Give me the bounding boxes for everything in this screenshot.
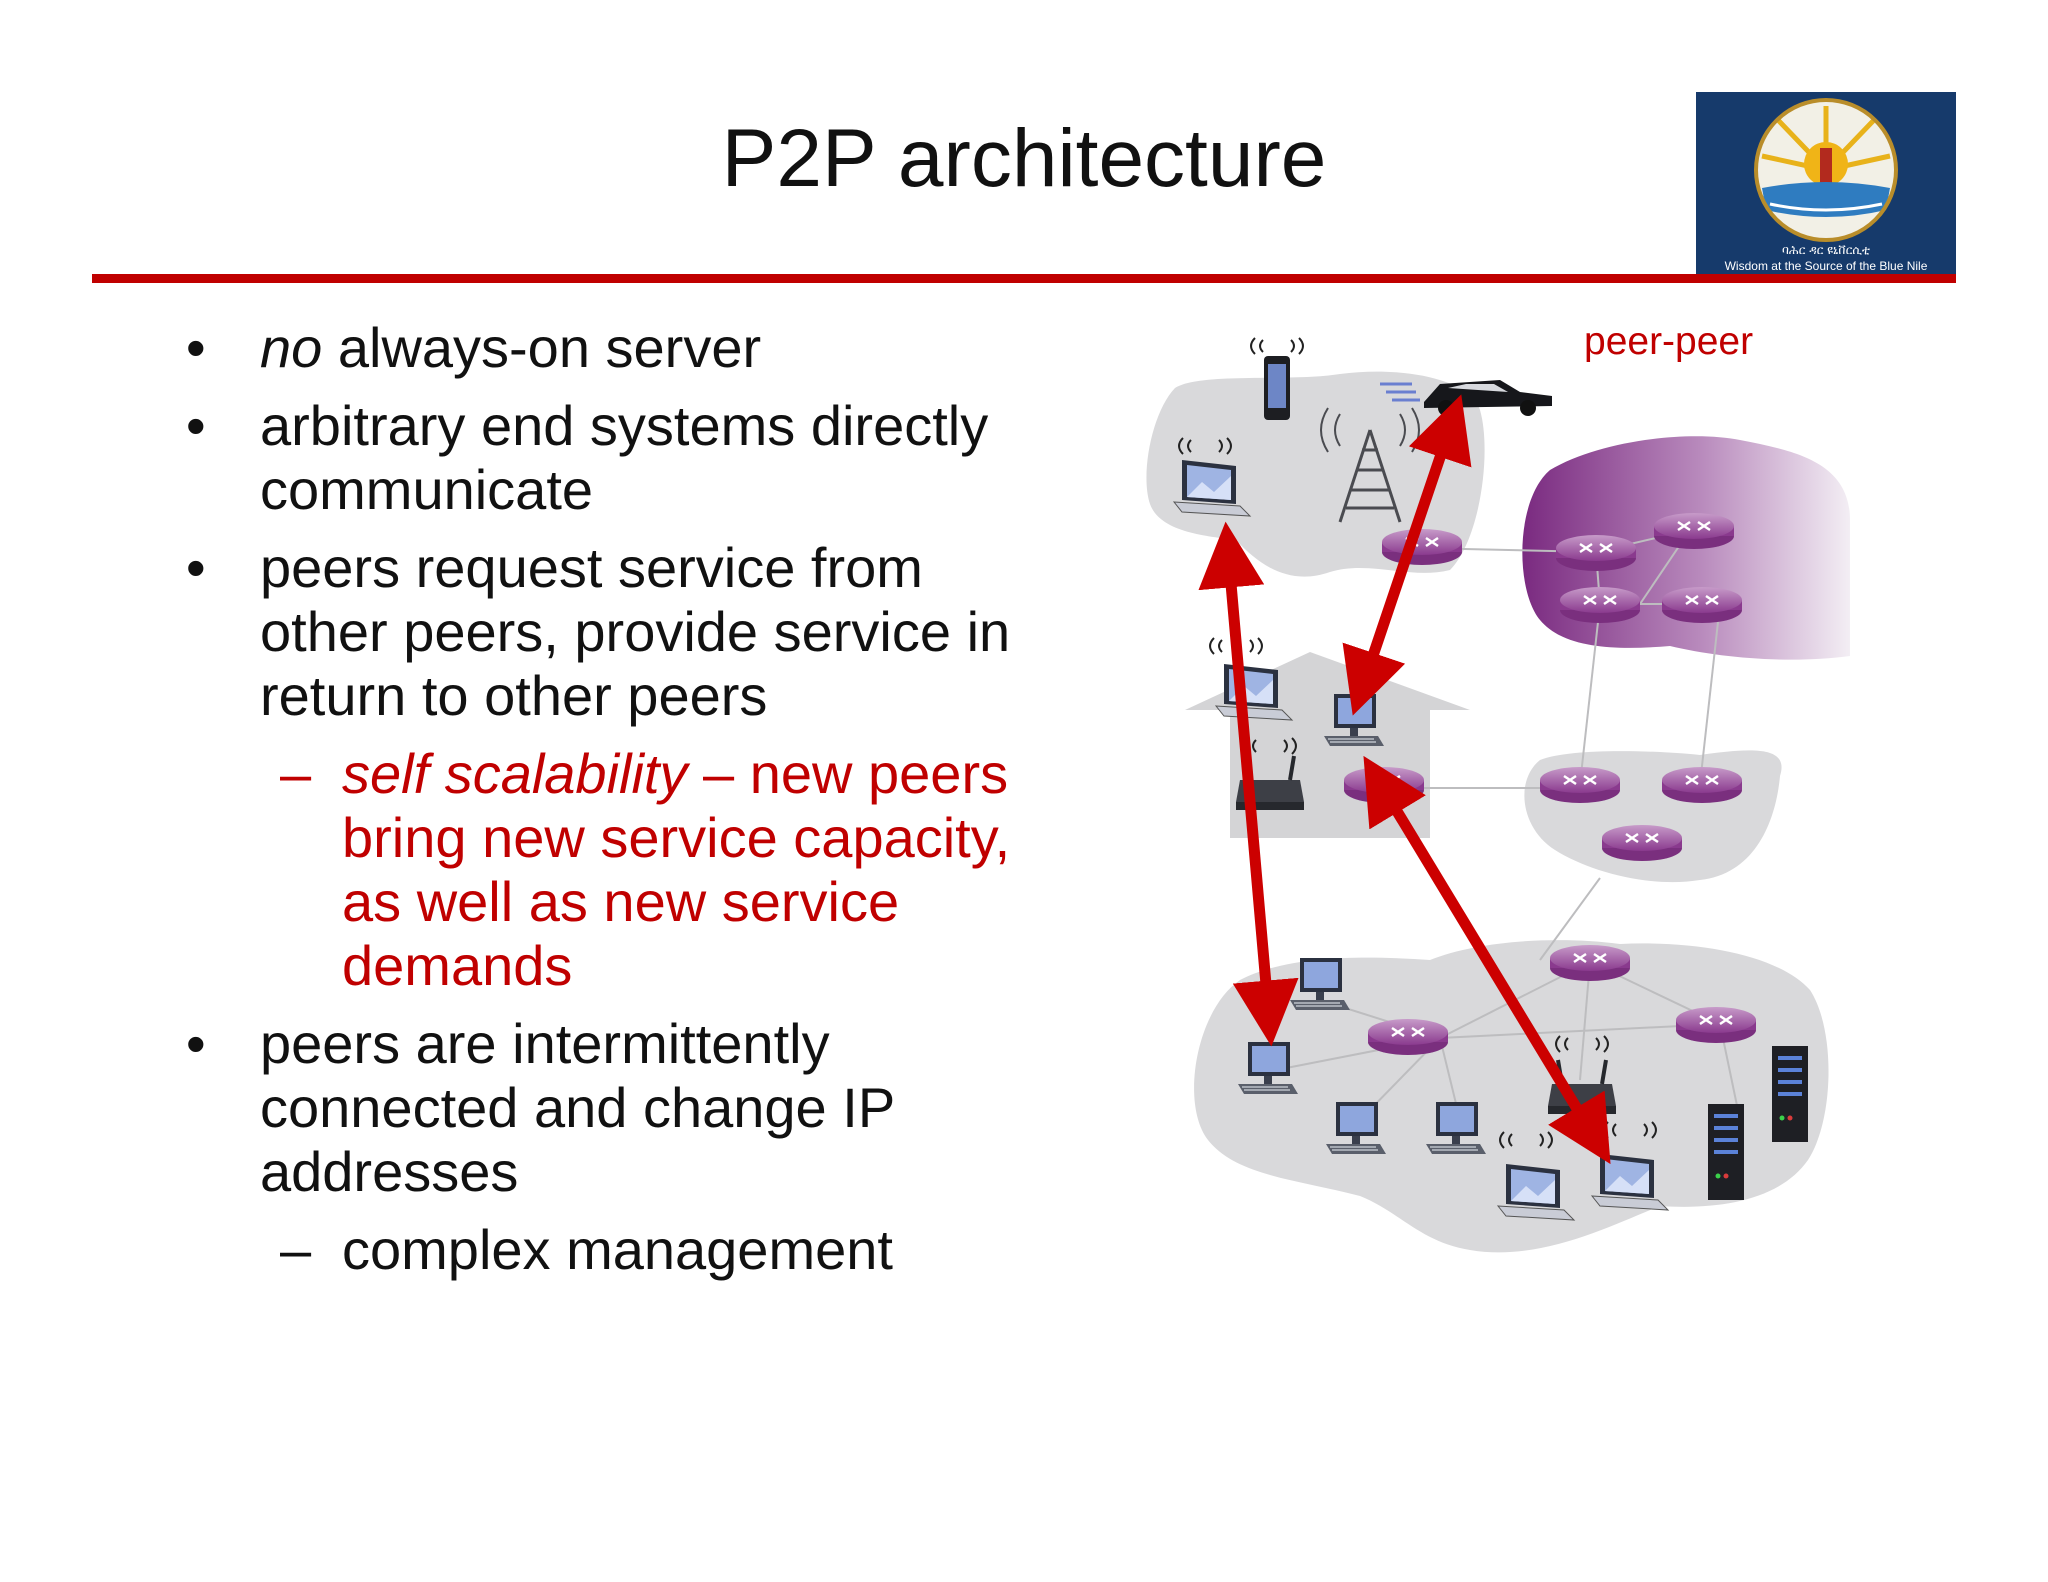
router-icon <box>1538 765 1622 805</box>
sub-dash: – <box>280 742 312 805</box>
server-icon <box>1772 1046 1808 1142</box>
bullet-no-server: no always-on server <box>180 316 1020 380</box>
p2p-network-diagram <box>1146 337 1850 1253</box>
bullet-intermittent: peers are intermittently connected and c… <box>180 1012 1020 1204</box>
subbullet-text: complex management <box>342 1218 893 1281</box>
diagram-label: peer-peer <box>1584 320 1754 363</box>
logo-caption: Wisdom at the Source of the Blue Nile <box>1725 259 1928 273</box>
server-icon <box>1708 1104 1744 1200</box>
bullet-text: peers request service from other peers, … <box>260 536 1011 727</box>
double-arrow-icon <box>1198 521 1299 1047</box>
router-icon <box>1366 1017 1450 1057</box>
subbullet-complex-management: –complex management <box>180 1218 1020 1282</box>
double-arrow-icon <box>1342 394 1472 716</box>
institutional-network-cloud <box>1194 940 1829 1253</box>
bullet-text: always-on server <box>322 316 762 379</box>
router-icon <box>1600 823 1684 863</box>
subbullet-self-scalability: –self scalability – new peers bring new … <box>180 742 1020 998</box>
peer-connections <box>1198 394 1611 1165</box>
router-icon <box>1548 943 1632 983</box>
smartphone-icon <box>1250 337 1304 420</box>
sub-dash: – <box>280 1218 312 1281</box>
bullet-end-systems: arbitrary end systems directly communica… <box>180 394 1020 522</box>
bullet-emphasis: no <box>260 316 323 379</box>
router-icon <box>1660 765 1744 805</box>
slide-title: P2P architecture <box>721 113 1327 204</box>
router-icon <box>1380 527 1464 567</box>
router-icon <box>1660 585 1744 625</box>
router-icon <box>1558 585 1642 625</box>
router-icon <box>1652 511 1736 551</box>
bullet-text: peers are intermittently connected and c… <box>260 1012 895 1203</box>
double-arrow-icon <box>1363 755 1611 1165</box>
subbullet-emphasis: self scalability <box>342 742 688 805</box>
logo-caption-amharic: ባሕር ዳር ዩኒቨርሲቲ <box>1782 243 1870 257</box>
subbullet-text: – new peers bring new service capacity, … <box>342 742 1011 997</box>
router-icon <box>1674 1005 1758 1045</box>
router-icon <box>1554 533 1638 573</box>
university-logo: ባሕር ዳር ዩኒቨርሲቲ Wisdom at the Source of th… <box>1696 92 1956 280</box>
bullet-text: arbitrary end systems directly communica… <box>260 394 989 521</box>
bullet-list: no always-on server arbitrary end system… <box>180 316 1020 1296</box>
title-divider <box>92 274 1956 283</box>
bullet-peers-request: peers request service from other peers, … <box>180 536 1020 728</box>
